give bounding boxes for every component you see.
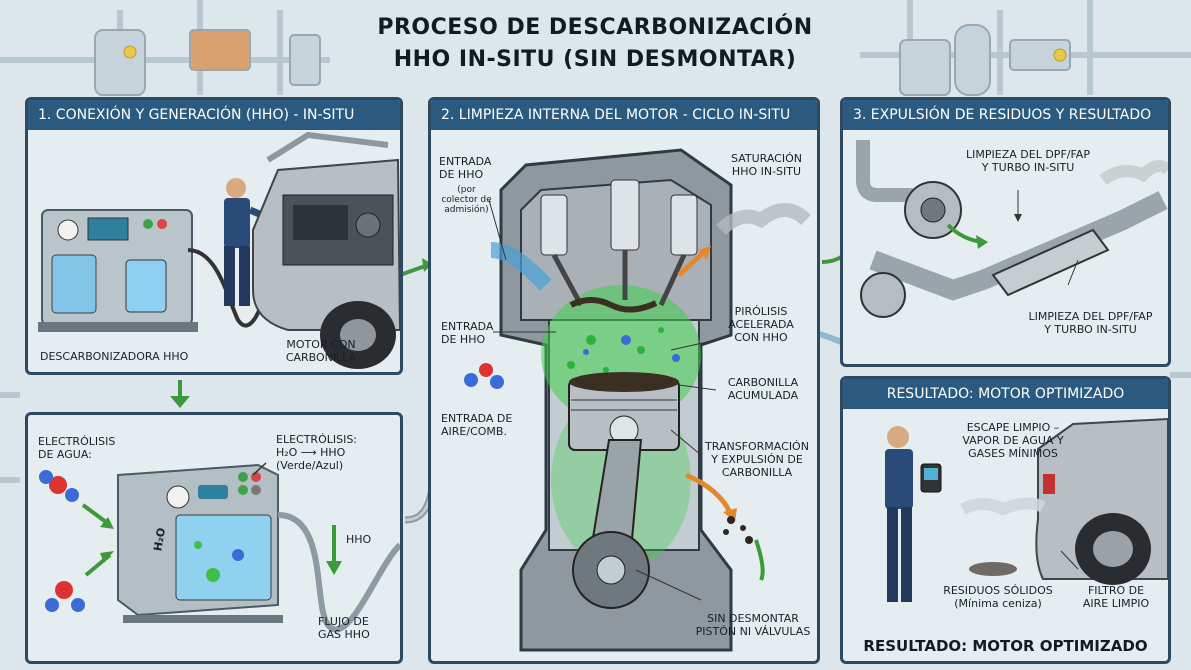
panel-expulsion: 3. EXPULSIÓN DE RESIDUOS Y RESULTADO LIM… [840, 97, 1171, 367]
piston-carbon [569, 372, 679, 392]
exhaust-label: ESCAPE LIMPIO – VAPOR DE AGUA Y GASES MÍ… [962, 421, 1064, 460]
down-arrow-icon [170, 380, 190, 408]
residue-label: RESIDUOS SÓLIDOS (Mínima ceniza) [943, 584, 1053, 610]
panel-expulsion-header: 3. EXPULSIÓN DE RESIDUOS Y RESULTADO [843, 100, 1168, 130]
exhaust-smoke [716, 203, 811, 236]
water-tank-right [125, 259, 167, 313]
hho-label: HHO [346, 533, 372, 546]
water-tank-left [51, 254, 97, 314]
filter-label: FILTRO DE AIRE LIMPIO [1082, 584, 1150, 610]
dpf-bottom-label: LIMPIEZA DEL DPF/FAP Y TURBO IN-SITU [1028, 310, 1153, 336]
water-tank [175, 514, 272, 601]
flow-label: FLUJO DE GAS HHO [318, 615, 370, 641]
technician-head [887, 426, 909, 448]
result-bottom-label: RESULTADO: MOTOR OPTIMIZADO [863, 637, 1148, 655]
panel-result-header: RESULTADO: MOTOR OPTIMIZADO [843, 379, 1168, 409]
gauge-icon [166, 485, 190, 509]
panel-connection: 1. CONEXIÓN Y GENERACIÓN (HHO) - IN-SITU… [25, 97, 403, 375]
transform-label: TRANSFORMACIÓN Y EXPULSIÓN DE CARBONILLA [705, 440, 809, 479]
air-fuel-label: ENTRADA DE AIRE/COMB. [441, 412, 513, 438]
motor-label: MOTOR CON CARBONILLA [285, 338, 357, 364]
panel-engine-header: 2. LIMPIEZA INTERNA DEL MOTOR - CICLO IN… [431, 100, 817, 130]
water-molecule-icon [39, 470, 79, 502]
electrolysis-water-label: ELECTRÓLISIS DE AGUA: [38, 435, 116, 461]
carbon-accum-label: CARBONILLA ACUMULADA [727, 376, 799, 402]
hho-hose [277, 512, 400, 633]
dpf-top-label: LIMPIEZA DEL DPF/FAP Y TURBO IN-SITU [966, 148, 1090, 174]
panel-engine-cleaning: 2. LIMPIEZA INTERNA DEL MOTOR - CICLO IN… [428, 97, 820, 664]
dpf-filter [991, 228, 1110, 297]
air-fuel-molecule-icon [464, 363, 504, 389]
spark-plug [610, 179, 640, 251]
panel-result: RESULTADO: MOTOR OPTIMIZADO ESCAPE LIMPI… [840, 376, 1171, 664]
result-illustration [885, 417, 1168, 602]
valve-spring-left [540, 194, 568, 256]
electrolysis-formula: ELECTRÓLISIS: H₂O ⟶ HHO (Verde/Azul) [276, 433, 358, 472]
clean-exhaust [960, 497, 1046, 516]
water-molecule-icon-2 [45, 581, 85, 612]
car-hood [266, 131, 389, 163]
technician-head [226, 178, 246, 198]
machine-label: DESCARBONIZADORA HHO [40, 350, 189, 363]
connection-illustration [38, 131, 400, 369]
electrolysis-illustration [39, 462, 400, 633]
exhaust-pipe [869, 191, 1168, 301]
title-line-1: PROCESO DE DESCARBONIZACIÓN [377, 15, 813, 40]
intake-manifold [490, 242, 552, 291]
pyrolysis-label: PIRÓLISIS ACELERADA CON HHO [728, 305, 794, 344]
title-line-2: HHO IN-SITU (SIN DESMONTAR) [393, 47, 797, 72]
hho-inlet-note: (por colector de admisión) [441, 185, 492, 215]
pressure-gauge-icon [57, 219, 79, 241]
valve-spring-right [670, 194, 698, 256]
hho-inlet-top-label: ENTRADA DE HHO [439, 155, 492, 181]
page-title: PROCESO DE DESCARBONIZACIÓN HHO IN-SITU … [330, 12, 860, 76]
machine-screen [87, 217, 129, 241]
panel-connection-header: 1. CONEXIÓN Y GENERACIÓN (HHO) - IN-SITU [28, 100, 400, 130]
hho-inlet-mid-label: ENTRADA DE HHO [441, 320, 494, 346]
exhaust-system-illustration [856, 140, 1168, 318]
arrow-right-icon: ⟶ [300, 446, 317, 459]
panel-electrolysis: ELECTRÓLISIS DE AGUA: ELECTRÓLISIS: H₂O … [25, 412, 403, 664]
engine-cutaway-illustration [464, 148, 811, 652]
saturation-label: SATURACIÓN HHO IN-SITU [731, 152, 802, 178]
technician-body [224, 198, 250, 248]
no-disassembly-label: SIN DESMONTAR PISTÓN NI VÁLVULAS [695, 612, 811, 638]
residue-pile [969, 562, 1017, 576]
